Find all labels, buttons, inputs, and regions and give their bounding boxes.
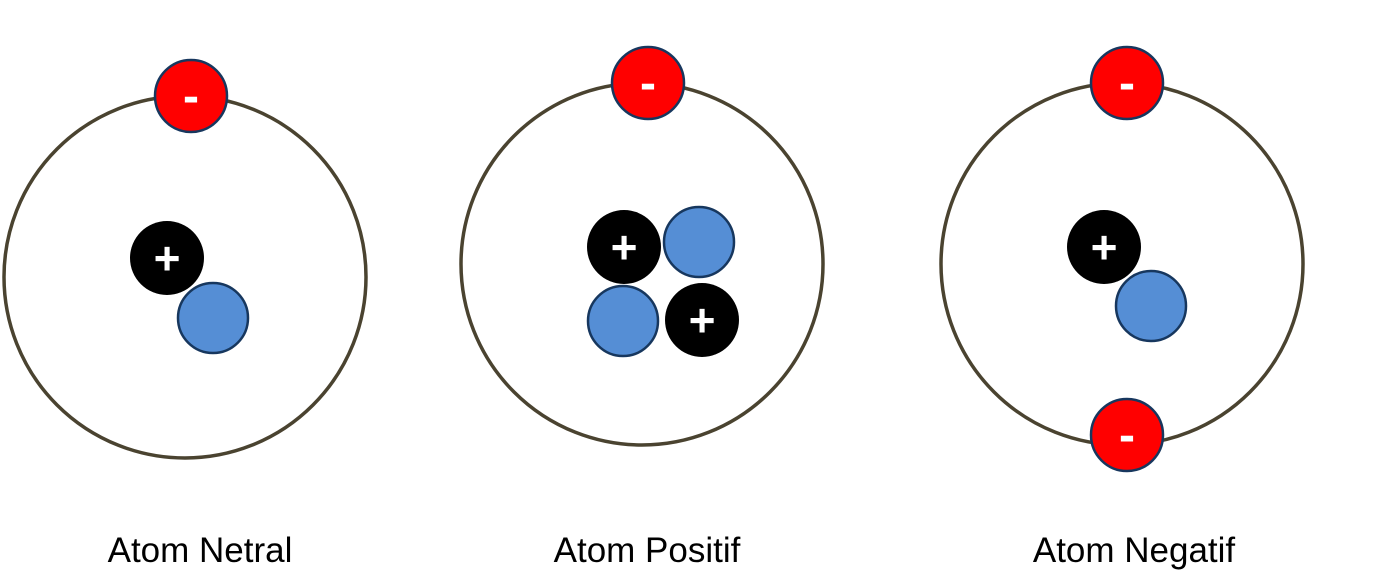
electron-sign: - bbox=[183, 70, 199, 123]
caption-atom-negative: Atom Negatif bbox=[1033, 531, 1236, 570]
electron-particle: - bbox=[1089, 397, 1165, 473]
neutron-particle bbox=[662, 205, 736, 279]
electron-circle bbox=[1089, 45, 1165, 121]
atom-neutral: + - bbox=[2, 58, 368, 460]
proton-circle bbox=[1067, 210, 1141, 284]
electron-circle bbox=[153, 58, 229, 134]
proton-circle bbox=[587, 210, 661, 284]
caption-atom-neutral: Atom Netral bbox=[108, 531, 293, 570]
neutron-particle bbox=[176, 281, 250, 355]
electron-sign: - bbox=[1119, 57, 1135, 110]
neutron-particle bbox=[1114, 269, 1188, 343]
electron-circle bbox=[610, 45, 686, 121]
electron-circle bbox=[1089, 397, 1165, 473]
electron-sign: - bbox=[640, 57, 656, 110]
proton-particle: + bbox=[587, 210, 661, 284]
proton-sign: + bbox=[154, 232, 181, 284]
proton-sign: + bbox=[689, 294, 716, 346]
proton-particle: + bbox=[130, 221, 204, 295]
proton-circle bbox=[130, 221, 204, 295]
proton-circle bbox=[665, 283, 739, 357]
electron-particle: - bbox=[610, 45, 686, 121]
proton-particle: + bbox=[1067, 210, 1141, 284]
atom-negative: + - - bbox=[939, 45, 1305, 473]
caption-atom-positive: Atom Positif bbox=[554, 531, 741, 570]
neutron-particle bbox=[586, 284, 660, 358]
electron-particle: - bbox=[1089, 45, 1165, 121]
proton-particle: + bbox=[665, 283, 739, 357]
proton-sign: + bbox=[611, 221, 638, 273]
electron-sign: - bbox=[1119, 409, 1135, 462]
proton-sign: + bbox=[1091, 221, 1118, 273]
electron-particle: - bbox=[153, 58, 229, 134]
atom-positive: + + - bbox=[459, 45, 825, 447]
